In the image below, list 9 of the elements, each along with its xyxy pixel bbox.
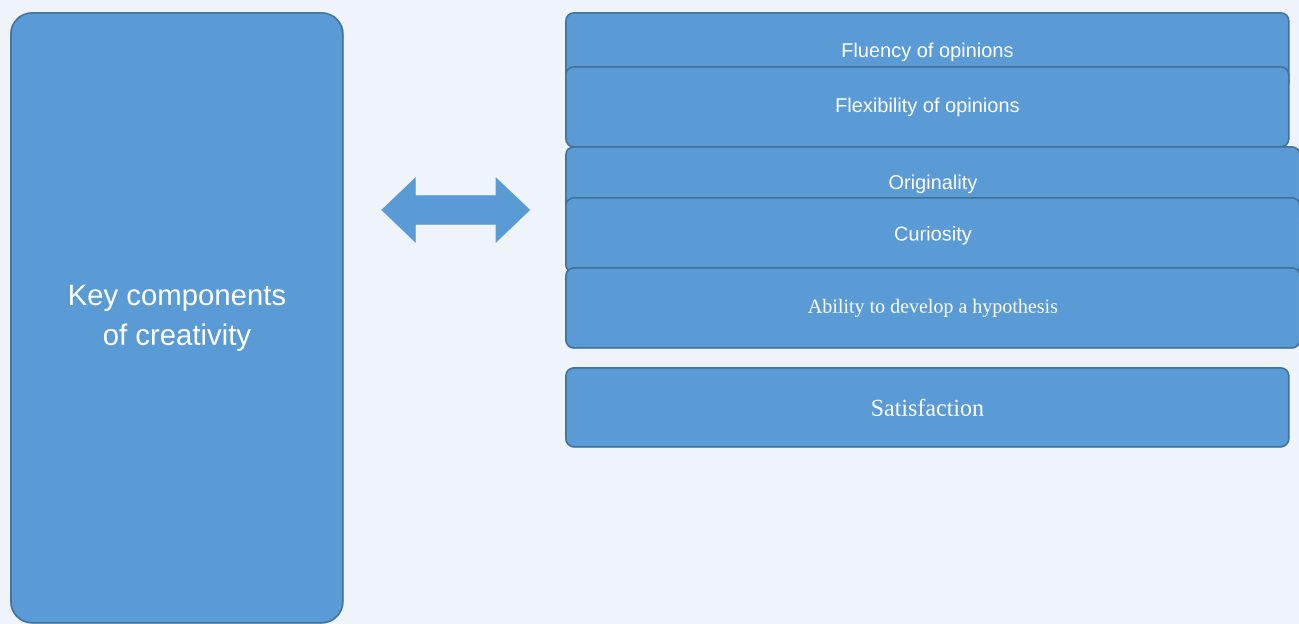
label-box: Flexibility of opinions	[565, 66, 1290, 148]
node-label: Flexibility of opinions	[836, 97, 1019, 117]
label-box: Curiosity	[565, 197, 1299, 274]
node-label: Originality	[889, 174, 978, 194]
label-box: Ability to develop a hypothesis	[565, 267, 1299, 349]
rounded-box: Key components of creativity	[10, 12, 344, 624]
node-label: Curiosity	[895, 226, 972, 245]
node-label: Fluency of opinions	[842, 42, 1013, 62]
label-box: Satisfaction	[565, 367, 1290, 448]
